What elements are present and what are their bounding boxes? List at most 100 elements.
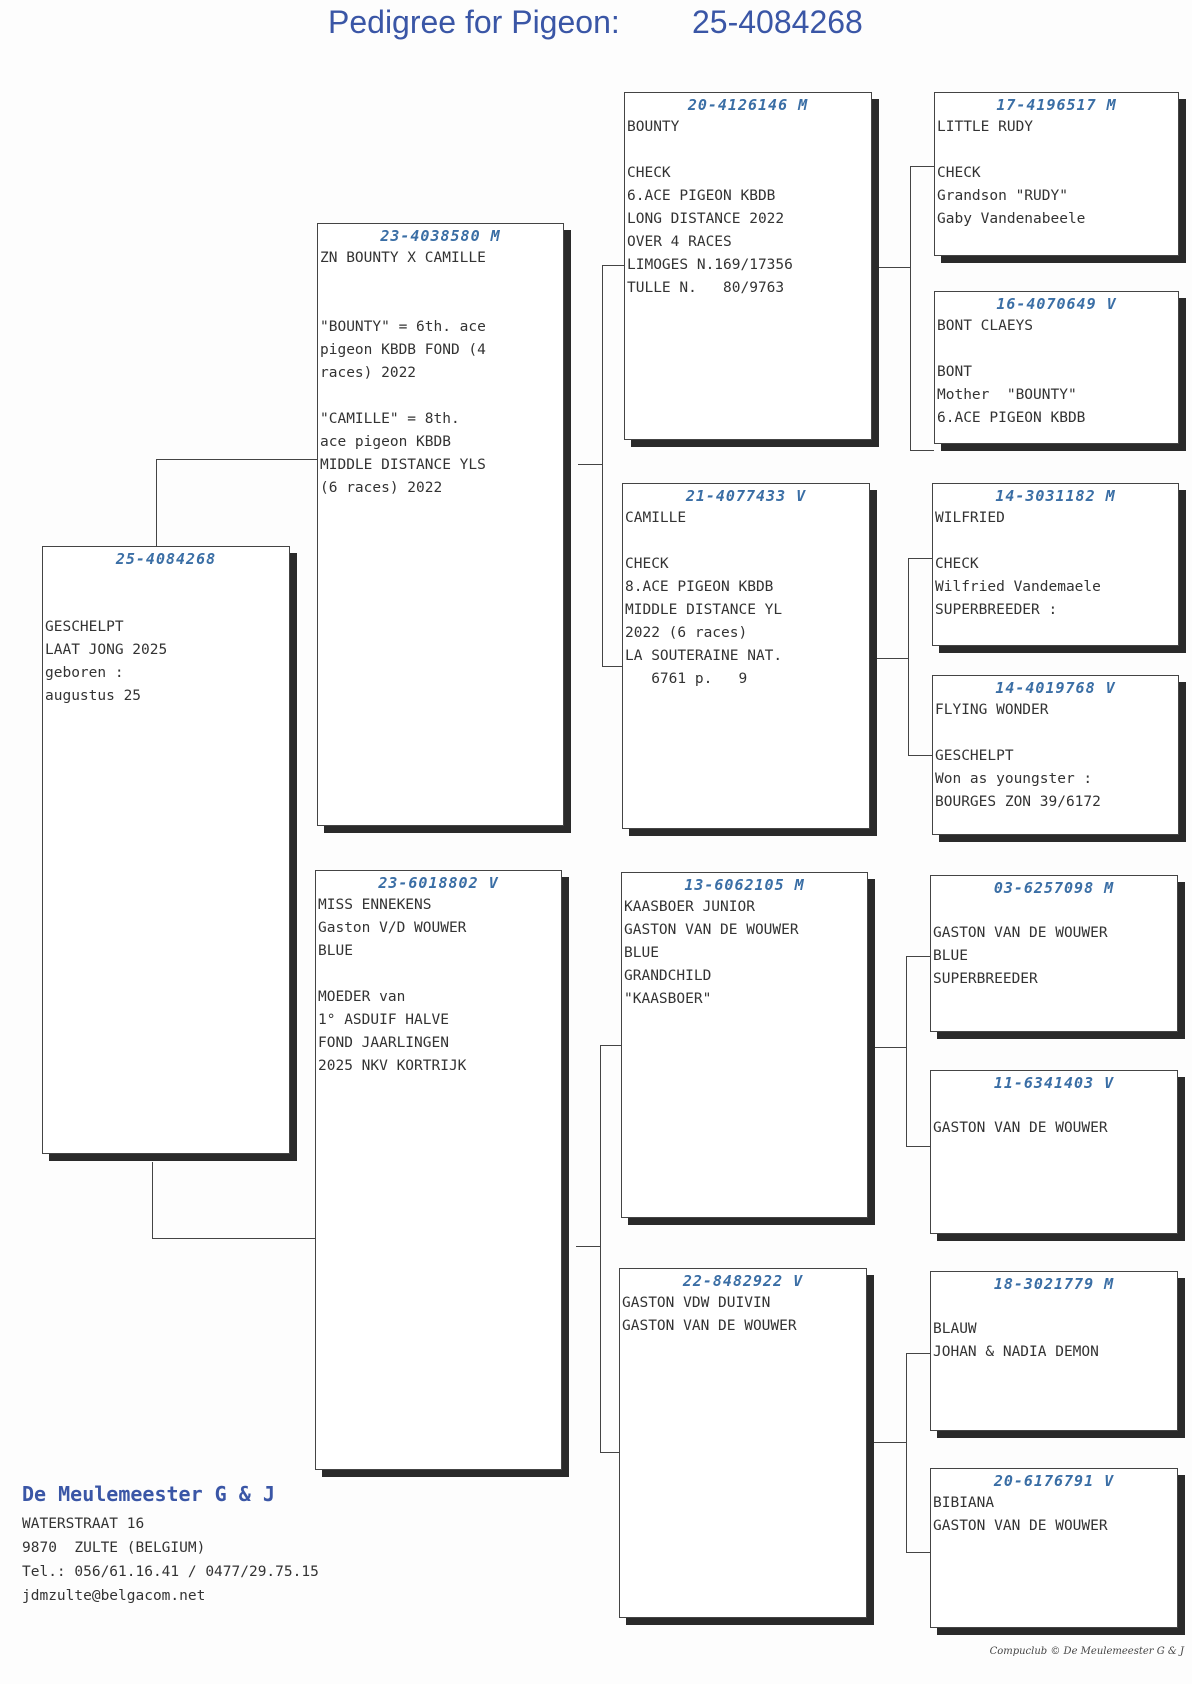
- note-line: [45, 593, 287, 616]
- note-line: [627, 139, 869, 162]
- connector-line: [908, 558, 932, 559]
- note-line: ZN BOUNTY X CAMILLE: [320, 250, 486, 266]
- note-line: (6 races) 2022: [320, 480, 443, 496]
- note-line: [320, 385, 561, 408]
- ring-number: 23-6018802 V: [378, 874, 499, 892]
- ring-number: 14-4019768 V: [995, 679, 1116, 697]
- pigeon-notes: GASTON VAN DE WOUWER: [931, 1092, 1177, 1140]
- note-line: 6.ACE PIGEON KBDB: [627, 188, 776, 204]
- note-line: MISS ENNEKENS: [318, 897, 432, 913]
- software-credit: Compuclub © De Meulemeester G & J: [989, 1646, 1184, 1657]
- note-line: LA SOUTERAINE NAT.: [625, 648, 783, 664]
- note-line: 6.ACE PIGEON KBDB: [937, 410, 1086, 426]
- note-line: [320, 270, 561, 293]
- connector-line: [868, 658, 908, 659]
- note-line: BLUE: [318, 943, 353, 959]
- note-line: BONT CLAEYS: [937, 318, 1034, 334]
- note-line: BOURGES ZON 39/6172: [935, 794, 1101, 810]
- note-line: Gaby Vandenabeele: [937, 211, 1086, 227]
- note-line: BOUNTY: [627, 119, 680, 135]
- connector-line: [600, 1452, 622, 1453]
- breeder-address: WATERSTRAAT 16: [22, 1516, 145, 1532]
- note-line: OVER 4 RACES: [627, 234, 732, 250]
- note-line: [937, 139, 1176, 162]
- note-line: Gaston V/D WOUWER: [318, 920, 467, 936]
- note-line: 8.ACE PIGEON KBDB: [625, 579, 774, 595]
- note-line: LIMOGES N.169/17356: [627, 257, 793, 273]
- note-line: TULLE N. 80/9763: [627, 280, 785, 296]
- note-line: [320, 293, 561, 316]
- connector-line: [602, 265, 603, 667]
- note-line: Won as youngster :: [935, 771, 1093, 787]
- note-line: [933, 1295, 1175, 1318]
- connector-line: [906, 956, 907, 1146]
- note-line: GRANDCHILD: [624, 968, 712, 984]
- note-line: MIDDLE DISTANCE YL: [625, 602, 783, 618]
- note-line: 1° ASDUIF HALVE: [318, 1012, 449, 1028]
- connector-line: [156, 459, 317, 460]
- note-line: [318, 963, 559, 986]
- connector-line: [152, 1238, 315, 1239]
- note-line: GASTON VAN DE WOUWER: [933, 1120, 1108, 1136]
- breeder-info: De Meulemeester G & J WATERSTRAAT 16 987…: [22, 1482, 319, 1608]
- note-line: "CAMILLE" = 8th.: [320, 411, 460, 427]
- connector-line: [906, 1146, 930, 1147]
- connector-line: [602, 265, 624, 266]
- connector-line: [602, 666, 624, 667]
- note-line: [937, 338, 1176, 361]
- connector-line: [910, 166, 911, 450]
- connector-line: [908, 755, 932, 756]
- note-line: [933, 899, 1175, 922]
- connector-line: [906, 956, 930, 957]
- ring-number: 18-3021779 M: [993, 1275, 1115, 1293]
- note-line: [935, 722, 1176, 745]
- note-line: ace pigeon KBDB: [320, 434, 451, 450]
- note-line: 2022 (6 races): [625, 625, 748, 641]
- note-line: LAAT JONG 2025: [45, 642, 168, 658]
- note-line: LITTLE RUDY: [937, 119, 1034, 135]
- note-line: GESCHELPT: [935, 748, 1014, 764]
- connector-line: [600, 1045, 601, 1453]
- ring-number: 23-4038580 M: [380, 227, 501, 245]
- note-line: GASTON VAN DE WOUWER: [624, 922, 799, 938]
- connector-line: [870, 267, 910, 268]
- note-line: pigeon KBDB FOND (4: [320, 342, 486, 358]
- note-line: GASTON VDW DUIVIN: [622, 1295, 771, 1311]
- connector-line: [866, 1047, 906, 1048]
- ring-number: 25-4084268: [115, 550, 217, 568]
- note-line: BLUE: [624, 945, 659, 961]
- note-line: [625, 530, 867, 553]
- note-line: BIBIANA: [933, 1495, 995, 1511]
- title-label: Pedigree for Pigeon:: [328, 4, 620, 40]
- connector-line: [866, 1442, 906, 1443]
- note-line: augustus 25: [45, 688, 142, 704]
- note-line: "KAASBOER": [624, 991, 712, 1007]
- ring-number: 22-8482922 V: [682, 1272, 804, 1290]
- note-line: LONG DISTANCE 2022: [627, 211, 785, 227]
- note-line: geboren :: [45, 665, 124, 681]
- ring-number: 20-6176791 V: [993, 1472, 1115, 1490]
- note-line: [45, 570, 287, 593]
- note-line: CHECK: [625, 556, 669, 572]
- connector-line: [152, 1162, 153, 1239]
- ring-number: 13-6062105 M: [684, 876, 805, 894]
- ring-number: 11-6341403 V: [993, 1074, 1115, 1092]
